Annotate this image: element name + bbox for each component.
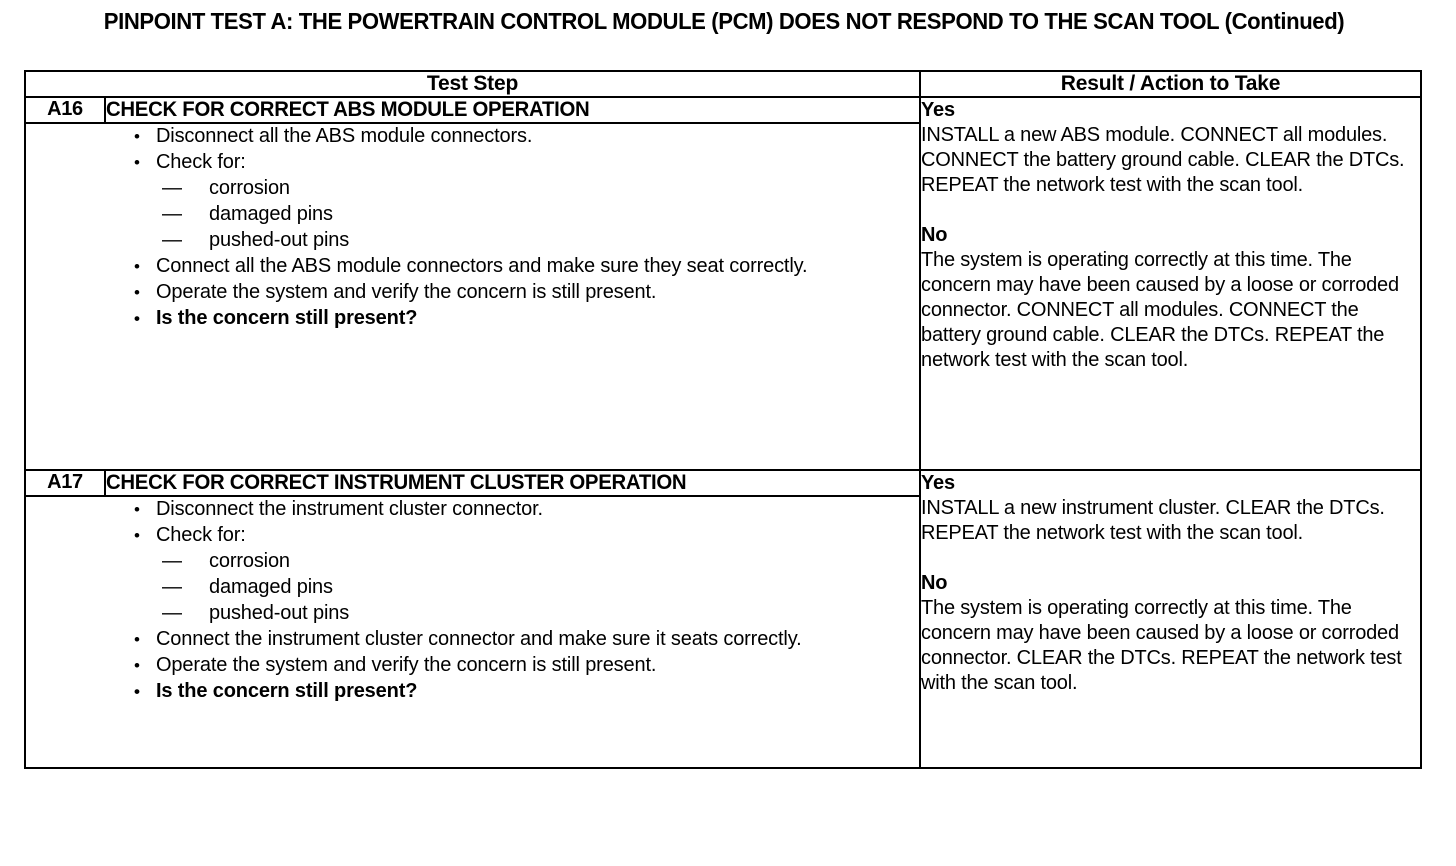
bullet-icon: • [134,682,140,701]
em-dash-icon: — [162,203,182,225]
bullet-icon: • [134,309,140,328]
em-dash-icon: — [162,576,182,598]
result-cell-a16: Yes INSTALL a new ABS module. CONNECT al… [919,96,1423,471]
column-header-test-step: Test Step [23,70,922,98]
em-dash-icon: — [162,177,182,199]
list-item: • Connect the instrument cluster connecto… [26,627,919,652]
sub-item-label: corrosion [209,177,290,199]
bullet-icon: • [134,127,140,146]
bullet-icon: • [134,153,140,172]
list-item: • Disconnect the instrument cluster conne… [26,497,919,522]
result-no-label-a17: No [921,572,948,594]
list-item-label: Operate the system and verify the concer… [156,281,657,303]
bullet-list-a17: • Disconnect the instrument cluster conne… [26,497,919,704]
step-body-a16: • Disconnect all the ABS module connector… [23,122,922,471]
list-item-label: Disconnect all the ABS module connectors… [156,125,533,147]
result-yes-text-a16: INSTALL a new ABS module. CONNECT all mo… [921,124,1405,196]
step-body-row-a17: • Disconnect the instrument cluster conne… [23,495,1421,769]
result-cell-a17: Yes INSTALL a new instrument cluster. CL… [919,469,1423,769]
step-title-a16: CHECK FOR CORRECT ABS MODULE OPERATION [104,96,897,124]
list-item-label: Check for: [156,151,246,173]
step-body-row-a16: • Disconnect all the ABS module connector… [23,122,1421,471]
step-id-a16: A16 [24,96,106,124]
em-dash-icon: — [162,550,182,572]
column-header-result-action: Result / Action to Take [919,70,1423,98]
table-header-row: Test Step Result / Action to Take [23,70,1423,98]
sub-item: — pushed-out pins [26,601,919,626]
pinpoint-test-table: Test Step Result / Action to Take A16 CH… [23,70,1423,769]
result-no-text-a17: The system is operating correctly at thi… [921,597,1402,694]
em-dash-icon: — [162,229,182,251]
bullet-icon: • [134,630,140,649]
sub-item-label: pushed-out pins [209,229,350,251]
step-id-a17: A17 [24,469,106,497]
step-title-row-a16: A16 CHECK FOR CORRECT ABS MODULE OPERATI… [24,96,1423,471]
result-yes-text-a17: INSTALL a new instrument cluster. CLEAR … [921,497,1385,544]
list-item-label: Is the concern still present? [156,307,418,329]
list-item-label: Check for: [156,524,246,546]
sub-item: — pushed-out pins [26,228,919,253]
result-yes-label-a17: Yes [921,472,955,494]
list-item: • Operate the system and verify the conce… [26,280,919,305]
list-item-label: Operate the system and verify the concer… [156,654,657,676]
list-item: • Disconnect all the ABS module connector… [26,124,919,149]
bullet-icon: • [134,283,140,302]
sub-item-label: pushed-out pins [209,602,350,624]
bullet-icon: • [134,526,140,545]
bullet-icon: • [134,500,140,519]
step-title-a17: CHECK FOR CORRECT INSTRUMENT CLUSTER OPE… [104,469,897,497]
list-item: • Is the concern still present? [26,306,919,331]
list-item-label: Is the concern still present? [156,680,418,702]
sub-item-label: corrosion [209,550,290,572]
page-title: PINPOINT TEST A: THE POWERTRAIN CONTROL … [103,8,1345,34]
result-spacer-a17 [921,546,1420,571]
sub-item: — damaged pins [26,202,919,227]
sub-item-label: damaged pins [209,576,333,598]
bullet-icon: • [134,257,140,276]
list-item-label: Connect the instrument cluster connector… [156,628,802,650]
step-title-row-a17: A17 CHECK FOR CORRECT INSTRUMENT CLUSTER… [24,469,1423,769]
result-no-label-a16: No [921,224,948,246]
sub-item: — corrosion [26,549,919,574]
result-no-text-a16: The system is operating correctly at thi… [921,249,1399,371]
sub-item-label: damaged pins [209,203,333,225]
sub-item: — corrosion [26,176,919,201]
result-spacer-a16 [921,198,1420,223]
list-item: • Is the concern still present? [26,679,919,704]
list-item: • Connect all the ABS module connectors a… [26,254,919,279]
list-item: • Operate the system and verify the conce… [26,653,919,678]
list-item: • Check for: [26,150,919,175]
list-item-label: Connect all the ABS module connectors an… [156,255,808,277]
sub-item: — damaged pins [26,575,919,600]
step-body-a17: • Disconnect the instrument cluster conne… [23,495,922,769]
em-dash-icon: — [162,602,182,624]
list-item: • Check for: [26,523,919,548]
list-item-label: Disconnect the instrument cluster connec… [156,498,543,520]
result-yes-label-a16: Yes [921,99,955,121]
bullet-list-a16: • Disconnect all the ABS module connector… [26,124,919,331]
bullet-icon: • [134,656,140,675]
